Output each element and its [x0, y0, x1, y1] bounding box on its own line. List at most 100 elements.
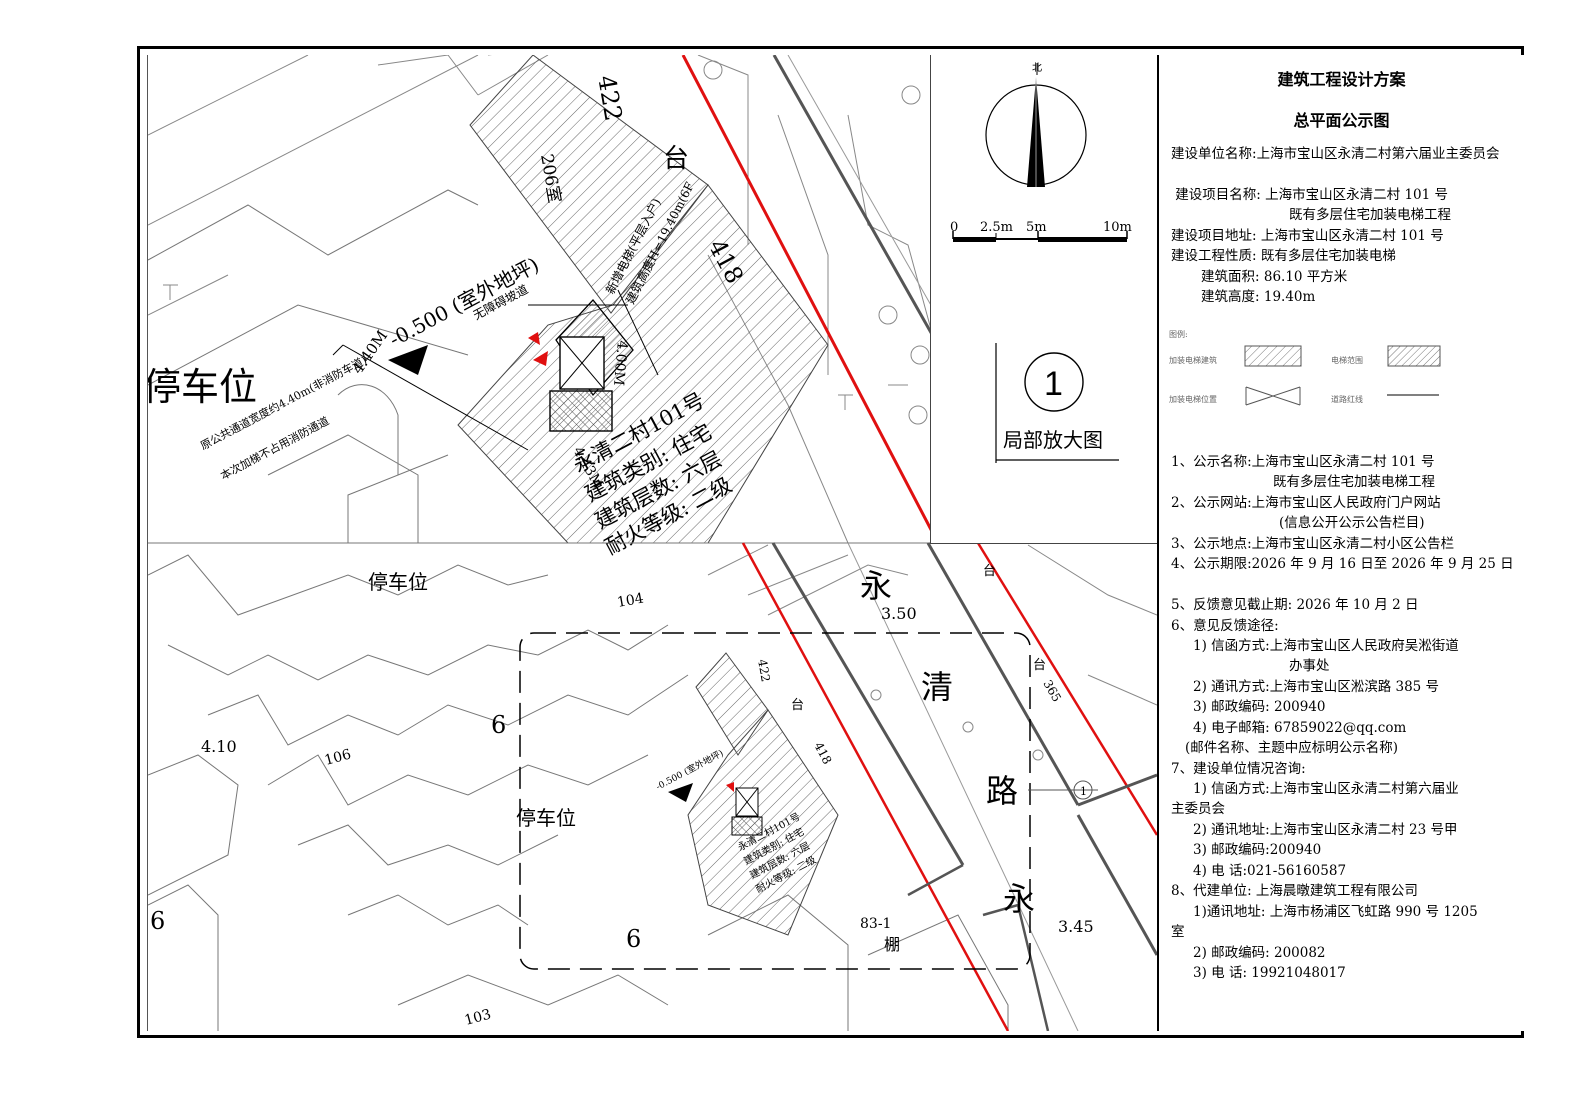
road-name-char-1: 永 [860, 567, 892, 605]
block-6-c: 6 [150, 907, 165, 935]
legend-item-elevator: 电梯范围 [1331, 356, 1363, 365]
notice-name-value2: 既有多层住宅加装电梯工程 [1273, 474, 1435, 490]
area-value: 86.10 平方米 [1263, 269, 1348, 285]
legend-item-position: 加装电梯位置 [1169, 395, 1217, 404]
shed-label: 棚 [884, 935, 900, 954]
info-panel: 建筑工程设计方案 总平面公示图 建设单位名称:上海市宝山区永清二村第六届业主委员… [1157, 55, 1524, 1031]
site-plan-map: 停车位 -0.500 (室外地坪) 4.40M 4.43M 4.00M 无障碍坡… [147, 55, 1157, 1031]
platform-east-1: 台 [983, 564, 996, 579]
scale-0: 0 [950, 220, 958, 235]
elevation-350: 3.50 [881, 604, 917, 623]
notice-site-label: 2、公示网站: [1171, 495, 1252, 511]
road-name-char-2: 清 [921, 668, 953, 706]
address-value: 上海市宝山区永清二村 101 号 [1260, 228, 1444, 244]
unit-value: 上海市宝山区永清二村第六届业主委员会 [1256, 146, 1500, 162]
address-label: 建设项目地址: [1171, 228, 1257, 244]
notice-site-value: 上海市宝山区人民政府门户网站 [1251, 495, 1441, 511]
nature-label: 建设工程性质: [1171, 248, 1257, 264]
full-site-plan: 停车位 停车位 -0.500 (室外地坪) 永清二村101号 建筑类别: 住宅 … [148, 542, 1157, 1031]
agent-address2: 室 [1171, 924, 1185, 940]
notice-place-row: 3、公示地点:上海市宝山区永清二村小区公告栏 [1171, 534, 1516, 555]
north-label: 北 [1032, 62, 1042, 74]
legend-elevator-swatch [1387, 345, 1441, 367]
feedback-comm: 2) 通讯方式:上海市宝山区淞滨路 385 号 [1193, 679, 1440, 695]
agent-tel: 3) 电 话: 19921048017 [1193, 965, 1346, 981]
unit-row: 建设单位名称:上海市宝山区永清二村第六届业主委员会 [1171, 144, 1516, 165]
elevation-label: -0.500 (室外地坪) [385, 252, 543, 351]
agent-post: 2) 邮政编码: 200082 [1193, 945, 1326, 961]
unit-contact-letter2: 主委员会 [1171, 801, 1225, 817]
notice-name-label: 1、公示名称: [1171, 454, 1252, 470]
platform-east-2: 台 [1033, 658, 1046, 673]
legend-title: 图例: [1169, 330, 1188, 339]
block-6-b: 6 [626, 925, 641, 953]
platform-small: 台 [791, 698, 804, 713]
detail-number: 1 [1044, 365, 1063, 403]
notice-site-value2: (信息公开公示公告栏目) [1279, 515, 1425, 531]
elevation-345: 3.45 [1058, 917, 1094, 936]
address-row: 建设项目地址: 上海市宝山区永清二村 101 号 [1171, 226, 1516, 247]
height-value: 19.40m [1263, 289, 1316, 305]
notice-place-value: 上海市宝山区永清二村小区公告栏 [1251, 536, 1455, 552]
building-103: 103 [463, 1006, 493, 1028]
platform-label: 台 [663, 144, 689, 174]
parking-label-detail: 停车位 [516, 807, 576, 830]
unit-418-small: 418 [811, 740, 834, 767]
area-row: 建筑面积: 86.10 平方米 [1171, 267, 1516, 288]
elevation-410: 4.10 [201, 737, 237, 756]
notice-deadline-value: 2026 年 10 月 2 日 [1296, 597, 1419, 613]
block-6-a: 6 [491, 711, 506, 739]
feedback-post: 3) 邮政编码: 200940 [1193, 699, 1326, 715]
feedback-letter2: 办事处 [1289, 658, 1330, 674]
notice-name-row: 1、公示名称:上海市宝山区永清二村 101 号 [1171, 452, 1516, 473]
legend-position-swatch [1245, 386, 1301, 406]
feedback-letter: 1) 信函方式:上海市宝山区人民政府吴淞街道 [1193, 638, 1459, 654]
scale-10: 10m [1103, 220, 1132, 235]
compass-panel: 北 0 2.5m 5m 10m 1 局部放大图 [930, 55, 1157, 544]
marker-1: 1 [1080, 785, 1087, 798]
project-name-line2: 既有多层住宅加装电梯工程 [1289, 207, 1451, 223]
nature-value: 既有多层住宅加装电梯 [1260, 248, 1396, 264]
unit-contact-address: 2) 通讯地址:上海市宝山区永清二村 23 号甲 [1193, 822, 1458, 838]
project-name-value: 上海市宝山区永清二村 101 号 [1265, 187, 1449, 203]
parking-label: 停车位 [148, 367, 257, 409]
project-name-label: 建设项目名称: [1175, 187, 1261, 203]
unit-422-small: 422 [755, 658, 773, 683]
building-106: 106 [323, 746, 353, 768]
enlarged-area: 停车位 -0.500 (室外地坪) 4.40M 4.43M 4.00M 无障碍坡… [148, 55, 949, 559]
site-plan-svg: 停车位 -0.500 (室外地坪) 4.40M 4.43M 4.00M 无障碍坡… [148, 55, 1157, 1031]
dim-side: 4.00M [610, 340, 630, 387]
agent-address: 1)通讯地址: 上海市杨浦区飞虹路 990 号 1205 [1193, 904, 1478, 920]
feedback-email: 4) 电子邮箱: 67859022@qq.com [1193, 720, 1407, 736]
road-name-char-4: 永 [1003, 880, 1035, 918]
height-label: 建筑高度: [1201, 289, 1260, 305]
feedback-heading: 6、意见反馈途径: [1171, 618, 1279, 634]
notice-name-value: 上海市宝山区永清二村 101 号 [1251, 454, 1435, 470]
sheet-title: 建筑工程设计方案 [1277, 70, 1406, 89]
unit-contact-heading: 7、建设单位情况咨询: [1171, 761, 1306, 777]
notice-period-label: 4、公示期限: [1171, 556, 1252, 572]
detail-title: 局部放大图 [1003, 429, 1103, 452]
notice-deadline-row: 5、反馈意见截止期: 2026 年 10 月 2 日 [1171, 595, 1516, 616]
notice-period-value: 2026 年 9 月 16 日至 2026 年 9 月 25 日 [1251, 556, 1514, 572]
area-label: 建筑面积: [1201, 269, 1260, 285]
legend-item-building: 加装电梯建筑 [1169, 356, 1217, 365]
legend-item-redline: 道路红线 [1331, 395, 1363, 404]
legend-redline-swatch [1387, 394, 1439, 396]
agent-heading: 8、代建单位: 上海晨暾建筑工程有限公司 [1171, 883, 1418, 899]
building-104: 104 [616, 591, 645, 611]
building-83-1: 83-1 [860, 916, 891, 932]
unit-contact-letter: 1) 信函方式:上海市宝山区永清二村第六届业 [1193, 781, 1459, 797]
compass-svg: 北 0 2.5m 5m 10m 1 局部放大图 [950, 62, 1132, 463]
sheet-subtitle: 总平面公示图 [1293, 111, 1390, 130]
parking-label-lower: 停车位 [368, 571, 428, 594]
unit-label: 建设单位名称: [1171, 146, 1257, 162]
notice-period-row: 4、公示期限:2026 年 9 月 16 日至 2026 年 9 月 25 日 [1171, 554, 1516, 575]
feedback-note: (邮件名称、主题中应标明公示名称) [1185, 740, 1399, 756]
height-row: 建筑高度: 19.40m [1171, 287, 1516, 308]
road-name-char-3: 路 [986, 772, 1018, 810]
legend-hatch-swatch [1244, 345, 1302, 367]
notice-site-row: 2、公示网站:上海市宝山区人民政府门户网站 [1171, 493, 1516, 514]
notice-place-label: 3、公示地点: [1171, 536, 1252, 552]
unit-contact-tel: 4) 电 话:021-56160587 [1193, 863, 1347, 879]
